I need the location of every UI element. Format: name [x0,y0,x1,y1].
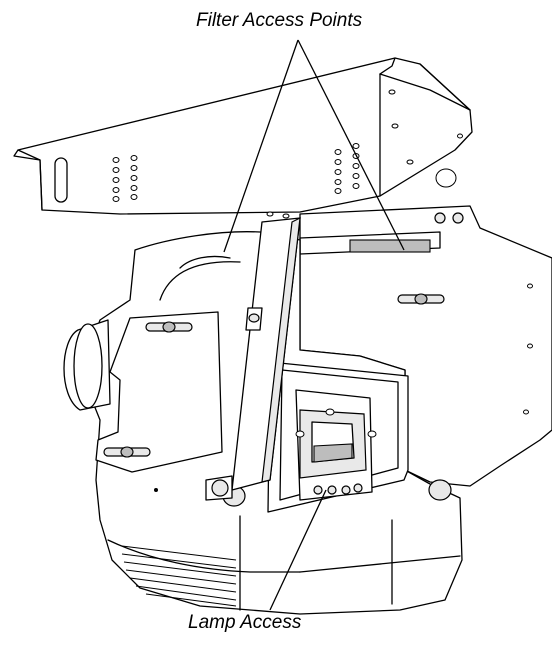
vent-grille [121,545,237,607]
mounting-bracket [13,57,473,215]
lamp-callout-line [269,489,327,611]
bracket-slot [54,157,68,203]
foot-right [428,479,452,501]
lamp-compartment [267,361,409,513]
mounting-plate [299,205,552,487]
filter-slot [349,239,431,253]
lamp-access-label: Lamp Access [188,612,302,633]
bracket-large-hole [435,168,457,188]
bracket-holes-left [112,155,138,202]
lamp-screws [313,483,363,495]
plate-fastener [397,293,445,305]
filter-access-points-label: Filter Access Points [196,10,363,31]
filter-callout-lines [223,39,405,253]
support-rail [205,211,301,501]
projector-lens [63,319,111,411]
